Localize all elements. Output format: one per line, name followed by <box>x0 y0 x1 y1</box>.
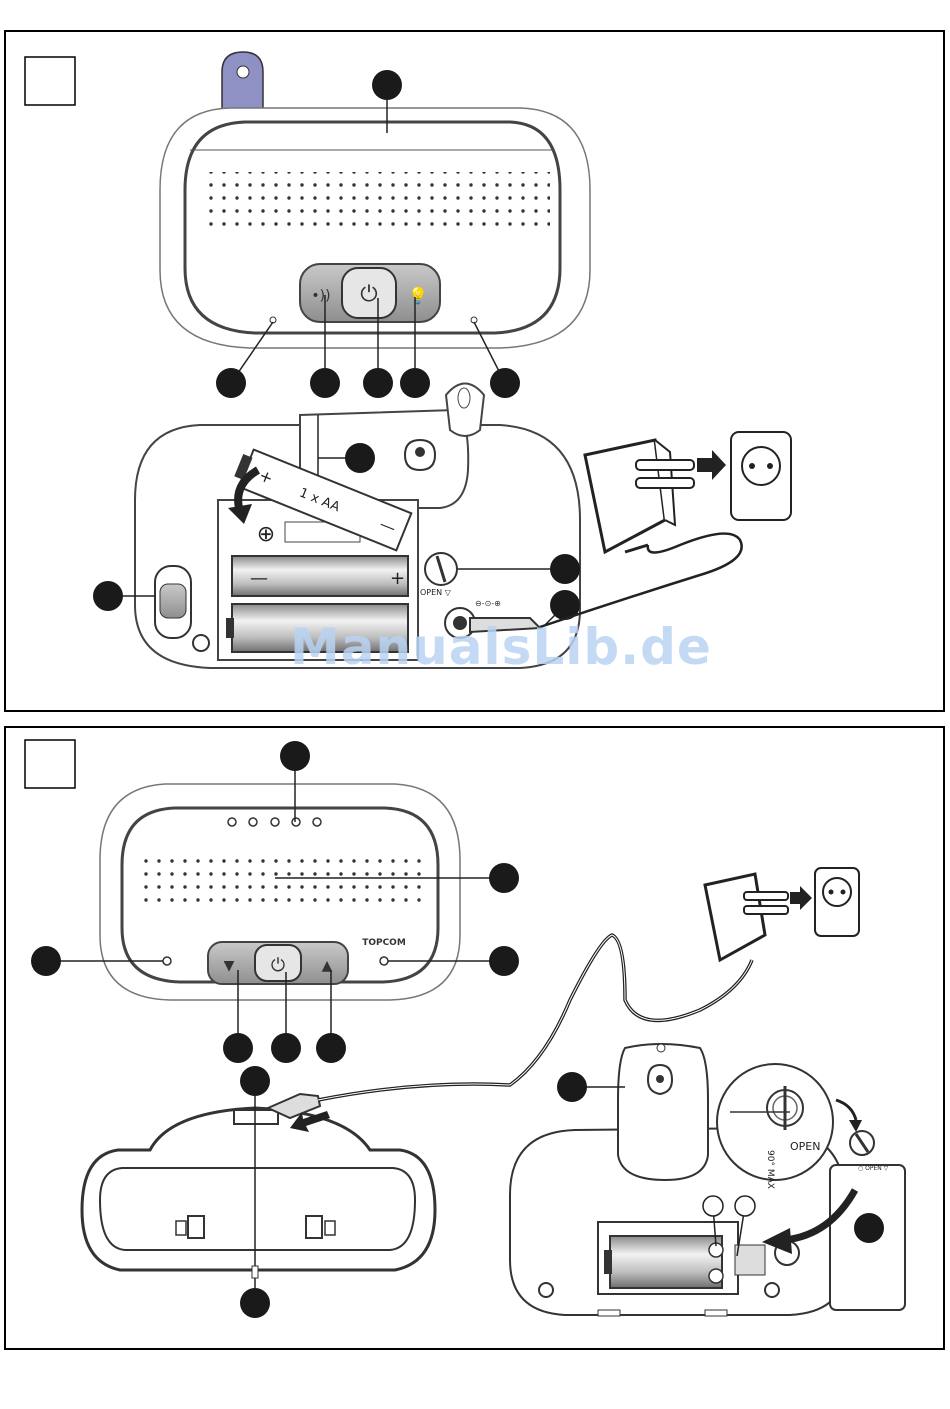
callout-a-5 <box>400 368 430 398</box>
screw-b-1 <box>539 1283 553 1297</box>
small-callout-2 <box>735 1196 755 1216</box>
talk-icon: •)) <box>311 288 330 304</box>
power-icon: ⏻ <box>360 282 377 307</box>
callout-a-7 <box>345 443 375 473</box>
callout-a-6 <box>490 368 520 398</box>
callout-a-4 <box>363 368 393 398</box>
callout-a-8 <box>93 581 123 611</box>
callout-b-5 <box>223 1033 253 1063</box>
callout-a-3 <box>310 368 340 398</box>
small-callout-1 <box>703 1196 723 1216</box>
nightlight-icon: 💡 <box>408 286 428 305</box>
callout-b-7 <box>316 1033 346 1063</box>
dc-symbol: ⊖-⊙-⊕ <box>475 599 501 608</box>
open-small-label: ○ OPEN ▽ <box>858 1165 889 1172</box>
open-label-a: OPEN ▽ <box>420 588 452 597</box>
volume-down-icon: ▼ <box>224 958 235 974</box>
callout-b-4 <box>489 946 519 976</box>
battery-b <box>610 1236 722 1288</box>
callout-b-2 <box>489 863 519 893</box>
power-adapter-a <box>585 440 665 552</box>
terminal-2 <box>709 1269 723 1283</box>
callout-b-10 <box>557 1072 587 1102</box>
callout-b-9 <box>240 1288 270 1318</box>
callout-b-8 <box>240 1066 270 1096</box>
plus-circle-label: ⊕ <box>257 522 275 547</box>
speaker-grille <box>205 172 550 230</box>
callout-b-11 <box>854 1213 884 1243</box>
max-angle-label: 90° MAX <box>765 1150 775 1189</box>
brand-logo: TOPCOM <box>362 938 406 948</box>
screw-b-2 <box>765 1283 779 1297</box>
belt-clip <box>222 52 263 112</box>
callout-a-1 <box>372 70 402 100</box>
panel-a-drawing: ⏻ •)) 💡 ⊕ <box>25 52 791 668</box>
callout-b-3 <box>31 946 61 976</box>
power-icon-b: ⏻ <box>271 955 285 976</box>
screw-a <box>193 635 209 651</box>
panel-b-drawing: TOPCOM ⏻ ▼ ▲ <box>25 740 905 1318</box>
plug-in-arrow-a <box>697 450 726 480</box>
led-b-right <box>380 957 388 965</box>
callout-b-6 <box>271 1033 301 1063</box>
svg-text:—: — <box>250 568 268 589</box>
callout-b-1 <box>280 741 310 771</box>
callout-a-9 <box>550 554 580 584</box>
svg-text:+: + <box>390 568 405 589</box>
step-box-b <box>25 740 75 788</box>
power-adapter-b <box>705 874 765 960</box>
led-b-left <box>163 957 171 965</box>
open-label-b: OPEN <box>790 1140 820 1153</box>
watermark: ManualsLib.de <box>290 618 712 676</box>
speaker-grille-b <box>138 850 423 910</box>
callout-a-2 <box>216 368 246 398</box>
plug-in-arrow-b <box>790 886 812 910</box>
step-box-a <box>25 57 75 105</box>
